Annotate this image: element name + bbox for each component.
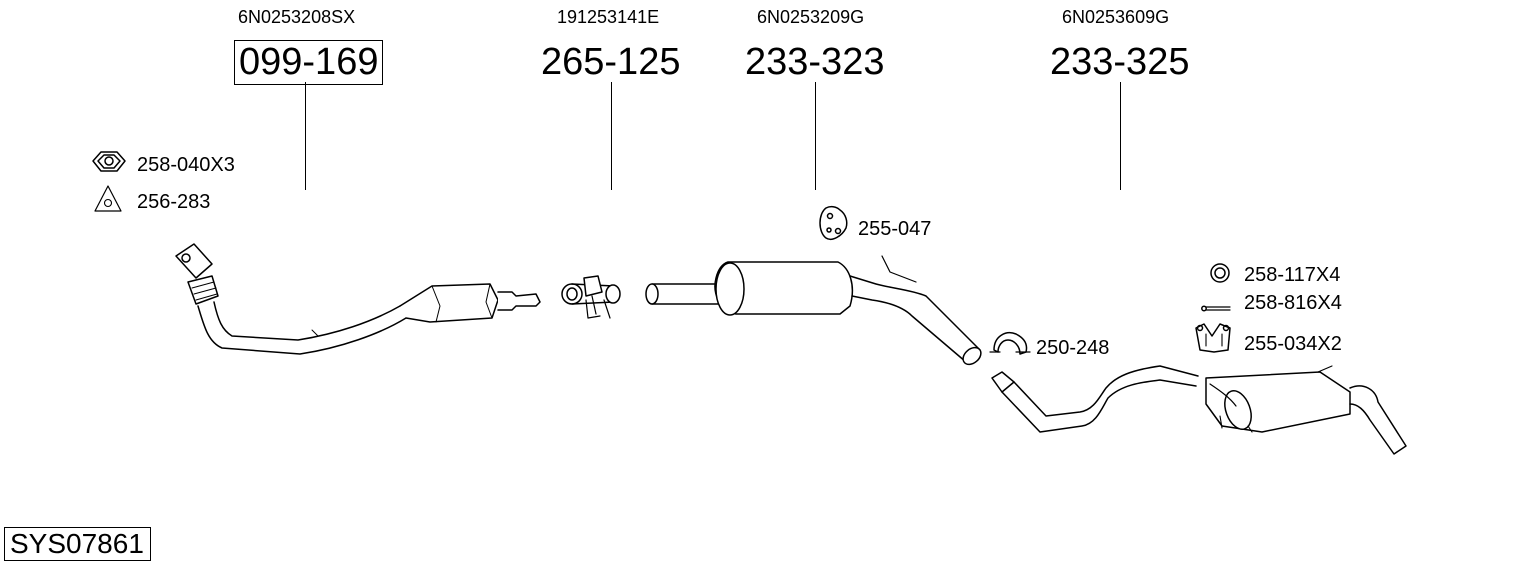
oe-code-4: 6N0253609G xyxy=(1062,7,1170,27)
label-nut[interactable]: 258-040X3 xyxy=(137,154,235,176)
oe-code-1: 6N0253208SX xyxy=(238,7,356,27)
front-muffler xyxy=(645,255,982,366)
part-number-233-325[interactable]: 233-325 xyxy=(1050,41,1190,83)
leader-line-4 xyxy=(1120,82,1121,190)
bracket-icon xyxy=(1195,323,1231,353)
nut-icon xyxy=(92,151,126,172)
oe-code-2: 191253141E xyxy=(557,7,660,27)
label-bracket[interactable]: 255-034X2 xyxy=(1244,333,1342,355)
leader-line-1 xyxy=(305,82,306,190)
part-number-233-323[interactable]: 233-323 xyxy=(745,41,885,83)
gasket-triangle-icon xyxy=(94,185,122,212)
bolt-icon xyxy=(1201,305,1231,312)
ring-icon xyxy=(1210,263,1230,283)
hanger-rubber-icon xyxy=(819,205,848,240)
system-code: SYS07861 xyxy=(4,527,151,562)
label-hanger-rubber[interactable]: 255-047 xyxy=(858,218,932,240)
leader-line-2 xyxy=(611,82,612,190)
label-clamp[interactable]: 250-248 xyxy=(1036,337,1110,359)
part-number-265-125[interactable]: 265-125 xyxy=(541,41,681,83)
label-gasket-triangle[interactable]: 256-283 xyxy=(137,191,211,213)
part-number-099-169[interactable]: 099-169 xyxy=(234,40,384,85)
label-bolt[interactable]: 258-816X4 xyxy=(1244,292,1342,314)
clamp-icon xyxy=(989,332,1031,355)
rear-muffler xyxy=(991,365,1407,455)
connector-clamp xyxy=(561,275,621,319)
oe-code-3: 6N0253209G xyxy=(757,7,865,27)
leader-line-3 xyxy=(815,82,816,190)
front-pipe-catalyst xyxy=(175,243,541,355)
label-ring[interactable]: 258-117X4 xyxy=(1244,264,1341,286)
